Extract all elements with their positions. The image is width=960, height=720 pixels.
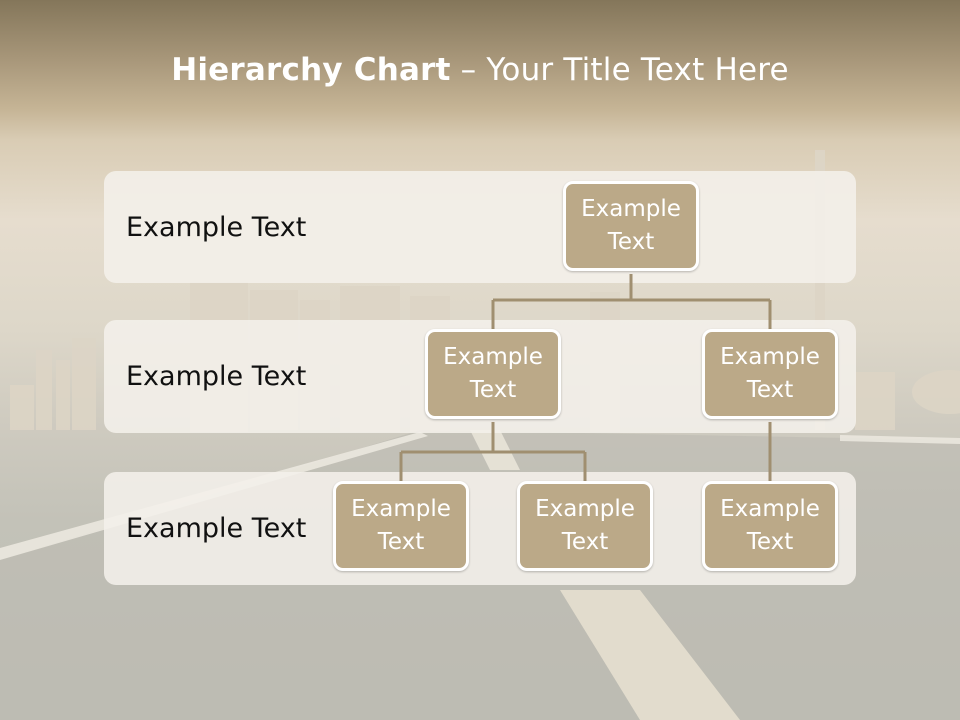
level-3-label: Example Text bbox=[126, 513, 307, 544]
node-root-text: Example Text bbox=[581, 195, 681, 255]
title-bold: Hierarchy Chart bbox=[171, 52, 451, 88]
title-rest: – Your Title Text Here bbox=[450, 52, 789, 88]
node-level2-left: Example Text bbox=[425, 329, 561, 419]
node-root: Example Text bbox=[563, 181, 699, 271]
level-band-1: Example Text bbox=[104, 171, 856, 283]
node-level2-left-text: Example Text bbox=[443, 343, 543, 403]
slide-title: Hierarchy Chart – Your Title Text Here bbox=[0, 52, 960, 88]
node-level3-c-text: Example Text bbox=[720, 495, 820, 555]
node-level3-a-text: Example Text bbox=[351, 495, 451, 555]
node-level2-right: Example Text bbox=[702, 329, 838, 419]
level-1-label: Example Text bbox=[126, 211, 307, 243]
node-level3-b-text: Example Text bbox=[535, 495, 635, 555]
node-level2-right-text: Example Text bbox=[720, 343, 820, 403]
level-2-label: Example Text bbox=[126, 361, 307, 392]
node-level3-c: Example Text bbox=[702, 481, 838, 571]
node-level3-b: Example Text bbox=[517, 481, 653, 571]
node-level3-a: Example Text bbox=[333, 481, 469, 571]
